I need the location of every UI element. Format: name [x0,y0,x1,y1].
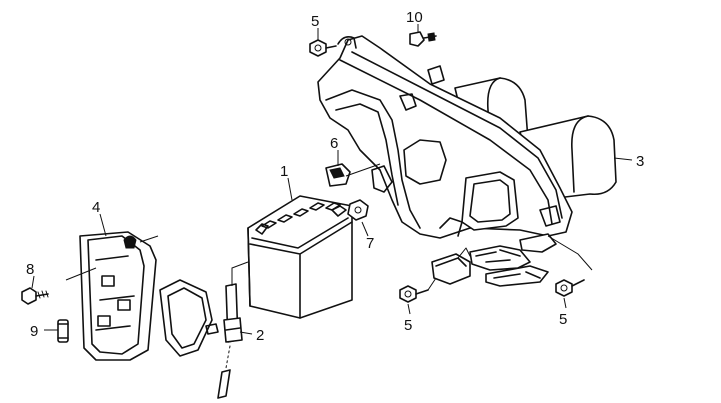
battery [247,195,353,319]
fuse-holder-plate [65,231,219,361]
clip-6 [325,163,381,187]
leader-lines [31,24,633,335]
callout-6: 6 [330,135,338,152]
callout-labels: 1 2 3 4 5 5 5 6 7 8 9 10 [26,9,644,344]
callout-10: 10 [406,9,423,26]
callout-9: 9 [30,323,38,340]
callout-4: 4 [92,199,100,216]
bolt-5-top [309,39,337,57]
vent-tube [217,261,249,399]
callout-1: 1 [280,163,288,180]
callout-3: 3 [636,153,644,170]
callout-8: 8 [26,261,34,278]
bolt-8 [21,287,49,305]
battery-bracket-frame [317,35,617,287]
callout-2: 2 [256,327,264,344]
bolt-10 [409,31,437,47]
nut-7 [347,199,369,221]
callout-5-bottom-left: 5 [404,317,412,334]
bolt-5-bottom-left [399,277,437,303]
bolt-5-bottom-right [555,279,585,297]
callout-5-top: 5 [311,13,319,30]
fuse-9 [57,319,69,343]
callout-7: 7 [366,235,374,252]
callout-5-bottom-right: 5 [559,311,567,328]
